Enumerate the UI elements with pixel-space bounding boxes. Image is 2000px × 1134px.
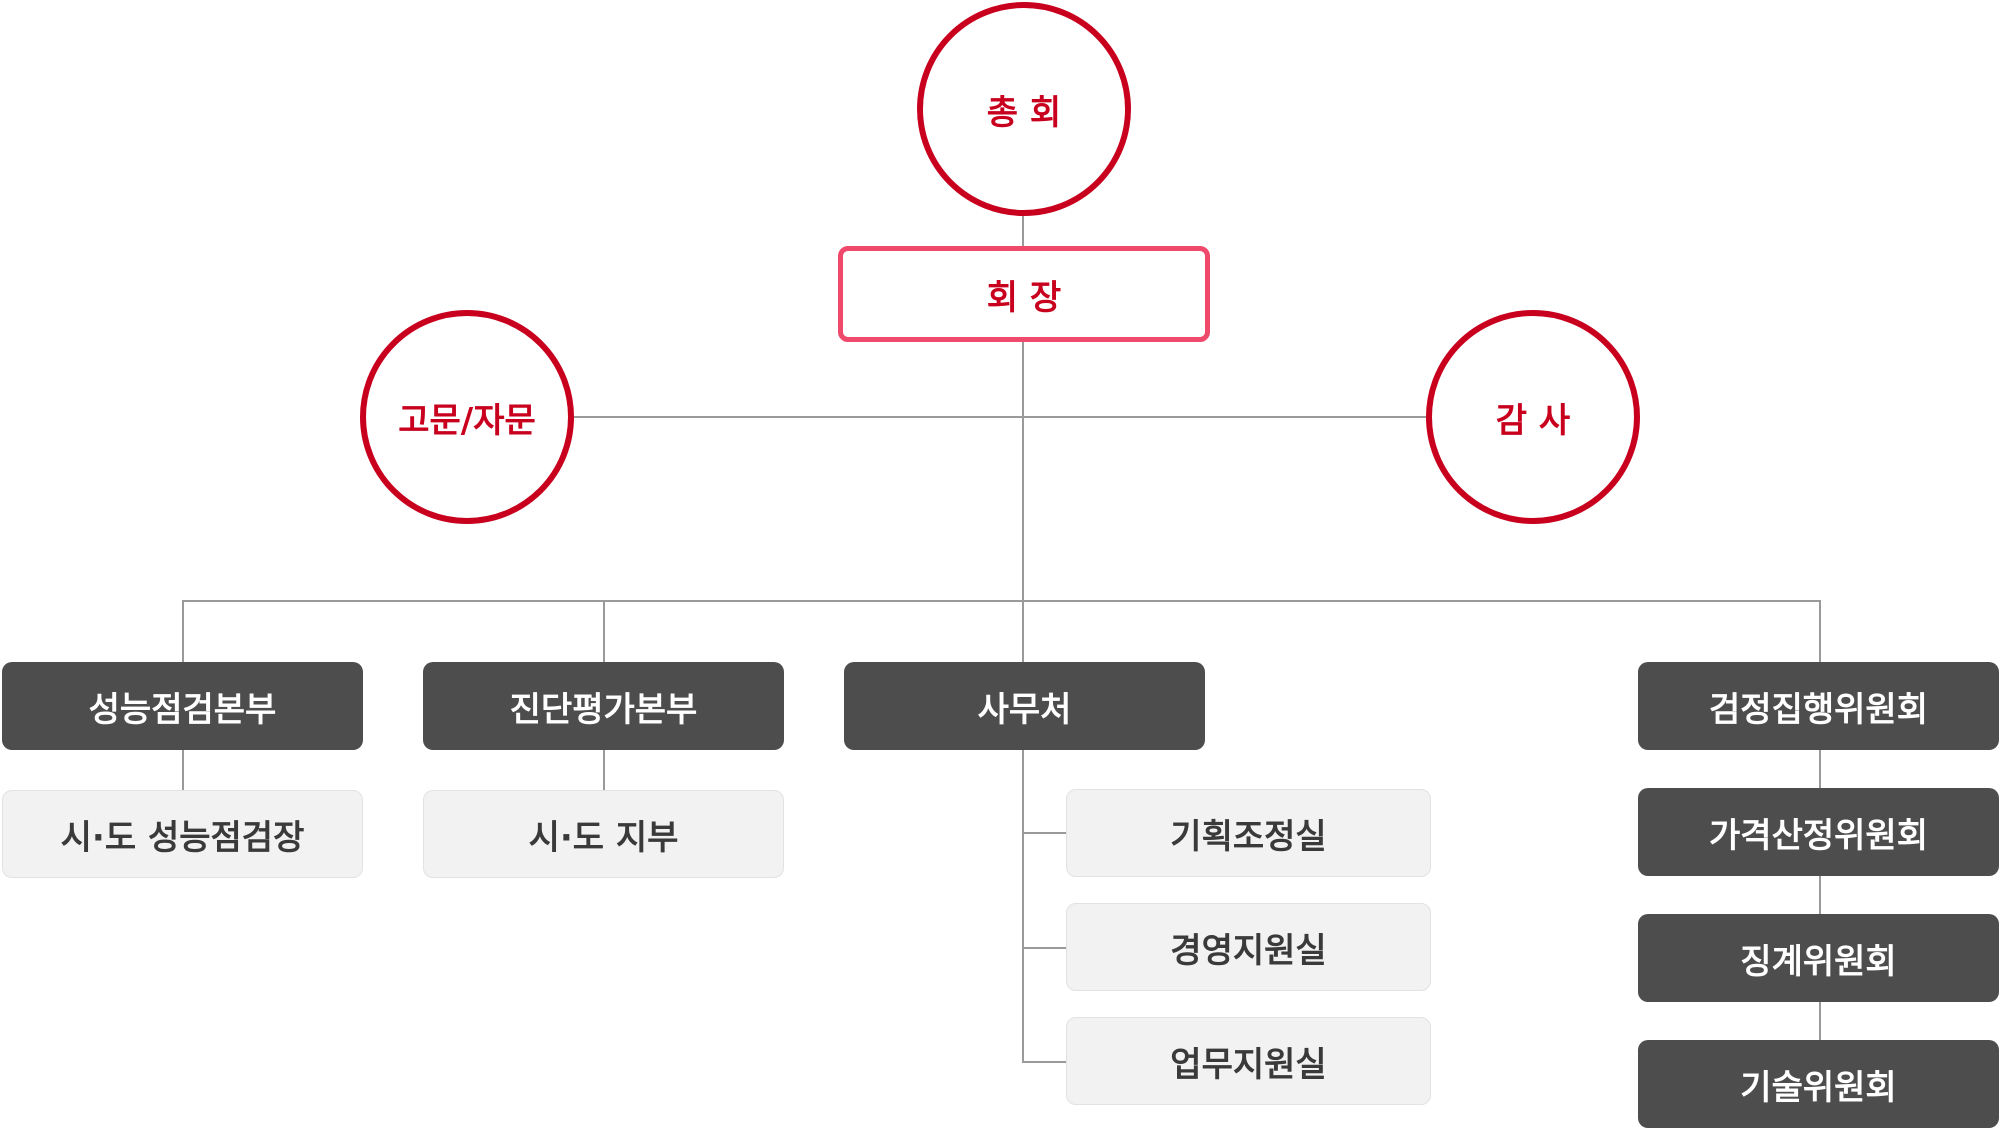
unit-planning: 기획조정실 — [1066, 789, 1431, 877]
connector-unit-management — [1022, 947, 1066, 949]
unit-operations: 업무지원실 — [1066, 1017, 1431, 1105]
advisory-label: 고문/자문 — [398, 400, 536, 441]
president-node: 회 장 — [838, 246, 1210, 342]
division-secretariat: 사무처 — [844, 662, 1205, 750]
committee-disciplinary-label: 징계위원회 — [1740, 941, 1897, 982]
division-inspection-sub-label: 시·도 성능점검장 — [60, 817, 305, 858]
division-diagnosis-sub-label: 시·도 지부 — [528, 817, 679, 858]
connector-assembly-president — [1022, 214, 1024, 246]
committee-technical: 기술위원회 — [1638, 1040, 1999, 1128]
committee-technical-label: 기술위원회 — [1740, 1067, 1897, 1108]
division-inspection-label: 성능점검본부 — [88, 689, 277, 730]
unit-operations-label: 업무지원실 — [1170, 1044, 1327, 1085]
unit-management-label: 경영지원실 — [1170, 930, 1327, 971]
committee-pricing-label: 가격산정위원회 — [1709, 815, 1928, 856]
president-label: 회 장 — [986, 277, 1062, 318]
connector-committees-stack — [1819, 750, 1821, 1040]
auditor-node: 감 사 — [1426, 310, 1640, 524]
division-diagnosis-sub: 시·도 지부 — [423, 790, 784, 878]
connector-drop-inspection — [182, 600, 184, 662]
connector-unit-operations — [1022, 1061, 1066, 1063]
connector-advisory-auditor — [574, 416, 1426, 418]
committee-certification: 검정집행위원회 — [1638, 662, 1999, 750]
connector-drop-committees — [1819, 600, 1821, 662]
division-secretariat-label: 사무처 — [977, 689, 1072, 730]
committee-certification-label: 검정집행위원회 — [1709, 689, 1928, 730]
connector-secretariat-trunk — [1022, 750, 1024, 1063]
unit-management: 경영지원실 — [1066, 903, 1431, 991]
committee-disciplinary: 징계위원회 — [1638, 914, 1999, 1002]
division-diagnosis: 진단평가본부 — [423, 662, 784, 750]
advisory-node: 고문/자문 — [360, 310, 574, 524]
division-diagnosis-label: 진단평가본부 — [509, 689, 698, 730]
auditor-label: 감 사 — [1495, 400, 1571, 441]
connector-main-trunk — [1022, 342, 1024, 710]
connector-unit-planning — [1022, 832, 1066, 834]
committee-pricing: 가격산정위원회 — [1638, 788, 1999, 876]
connector-division-bar — [182, 600, 1820, 602]
division-inspection: 성능점검본부 — [2, 662, 363, 750]
general-assembly-label: 총 회 — [986, 92, 1062, 133]
general-assembly-node: 총 회 — [917, 2, 1131, 216]
connector-inspection-sub — [182, 750, 184, 790]
connector-drop-diagnosis — [603, 600, 605, 662]
connector-diagnosis-sub — [603, 750, 605, 790]
division-inspection-sub: 시·도 성능점검장 — [2, 790, 363, 878]
unit-planning-label: 기획조정실 — [1170, 816, 1327, 857]
